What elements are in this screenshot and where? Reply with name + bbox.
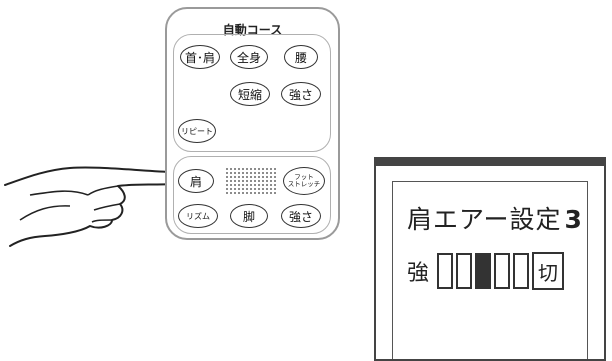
massage-remote-control: 自動コース 首･肩 全身 腰 短縮 強さ リピート 肩 フット ストレッチ リズ…	[165, 7, 340, 240]
level-segment	[513, 253, 530, 289]
strong-label: 強	[407, 261, 430, 286]
level-segment	[475, 253, 492, 289]
setting-number: 3	[564, 205, 583, 234]
strength-button-bottom[interactable]: 強さ	[281, 204, 321, 228]
auto-course-panel: 首･肩 全身 腰 短縮 強さ リピート	[173, 34, 331, 152]
pointing-hand-illustration	[4, 166, 182, 247]
speaker-grille	[225, 167, 277, 195]
level-segments	[437, 253, 532, 289]
rhythm-button[interactable]: リズム	[178, 204, 218, 228]
foot-stretch-label-line1: フット	[294, 173, 314, 181]
repeat-button[interactable]: リピート	[178, 119, 216, 143]
display-title: 肩エアー設定	[407, 205, 562, 234]
shoulder-button[interactable]: 肩	[178, 169, 214, 193]
level-segment	[456, 253, 473, 289]
full-body-button[interactable]: 全身	[230, 45, 268, 69]
monitor-top-bar	[376, 159, 604, 166]
leg-button[interactable]: 脚	[230, 204, 268, 228]
foot-stretch-button[interactable]: フット ストレッチ	[283, 167, 325, 195]
foot-stretch-label-line2: ストレッチ	[287, 180, 321, 188]
waist-button[interactable]: 腰	[284, 45, 318, 69]
strength-button-top[interactable]: 強さ	[281, 82, 321, 106]
neck-shoulder-button[interactable]: 首･肩	[180, 45, 220, 69]
off-label: 切	[532, 252, 565, 290]
shorten-button[interactable]: 短縮	[230, 82, 270, 106]
auto-course-title: 自動コース	[222, 23, 283, 37]
strength-level-row: 強 切	[407, 252, 565, 290]
manual-panel: 肩 フット ストレッチ リズム 脚 強さ	[173, 156, 331, 234]
level-segment	[437, 253, 454, 289]
level-segment	[494, 253, 511, 289]
